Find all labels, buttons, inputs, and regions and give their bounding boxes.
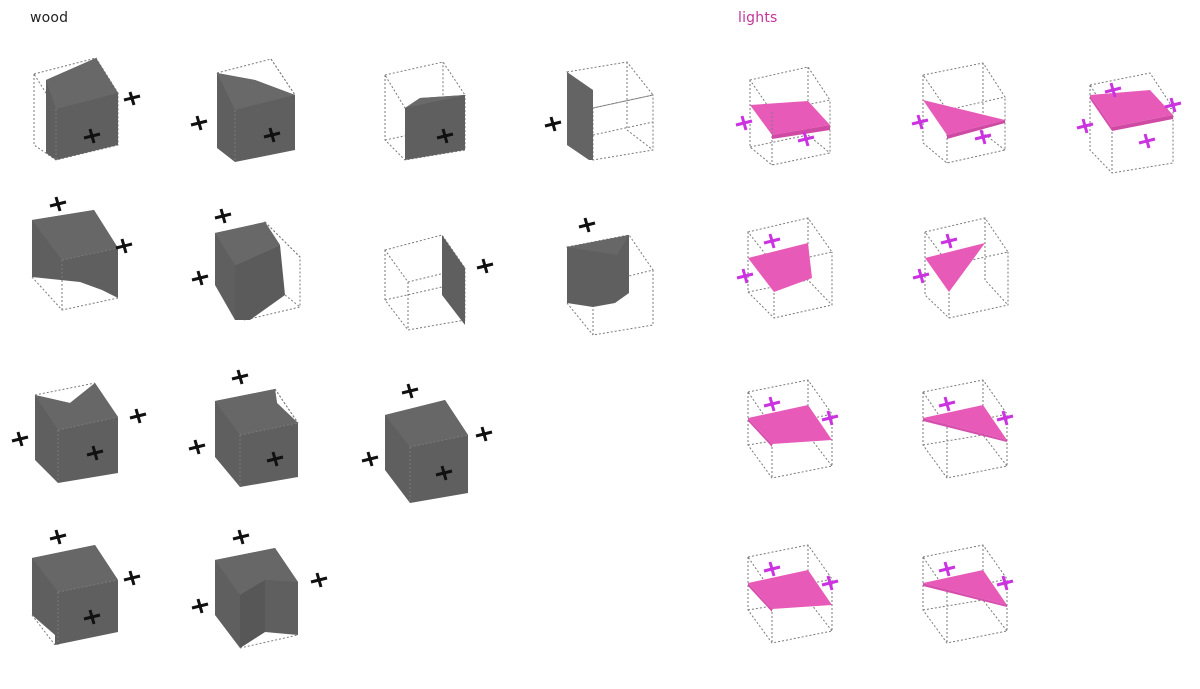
light-anchor-cross-icon (940, 233, 958, 249)
light-anchor-cross-icon (1138, 133, 1156, 149)
anchor-cross-icon (49, 529, 67, 545)
anchor-cross-icon (232, 529, 250, 545)
anchor-cross-icon (544, 116, 562, 132)
wood-piece-cube-cut-top (20, 50, 200, 200)
light-piece-full-plane (1060, 55, 1200, 205)
light-anchor-cross-icon (938, 561, 956, 577)
light-piece-quad-plane-tilted (730, 535, 910, 685)
wood-piece-cube-notched-corner (188, 365, 375, 515)
wood-section-label: wood (30, 10, 69, 26)
light-anchor-cross-icon (1104, 82, 1122, 98)
anchor-cross-icon (83, 128, 101, 144)
anchor-cross-icon (191, 270, 209, 286)
anchor-cross-icon (49, 196, 67, 212)
anchor-cross-icon (476, 258, 494, 274)
light-anchor-cross-icon (763, 561, 781, 577)
anchor-cross-icon (361, 451, 379, 467)
anchor-cross-icon (436, 128, 454, 144)
anchor-cross-icon (266, 451, 284, 467)
wood-piece-partial-front-block (365, 50, 545, 200)
wood-piece-center-panel (365, 185, 545, 335)
anchor-cross-icon (191, 598, 209, 614)
light-anchor-cross-icon (763, 233, 781, 249)
anchor-cross-icon (83, 609, 101, 625)
light-anchor-cross-icon (912, 268, 930, 284)
light-anchor-cross-icon (974, 129, 992, 145)
anchor-cross-icon (123, 570, 141, 586)
wood-piece-cube-sloped-top (175, 50, 355, 200)
light-anchor-cross-icon (911, 114, 929, 130)
light-anchor-cross-icon (736, 268, 754, 284)
light-anchor-cross-icon (797, 131, 815, 147)
wood-piece-full-cube (361, 365, 545, 515)
lights-section-label: lights (738, 10, 778, 26)
wood-piece-cube-notched-bottom (191, 520, 375, 670)
anchor-cross-icon (231, 369, 249, 385)
anchor-cross-icon (11, 431, 29, 447)
anchor-cross-icon (190, 115, 208, 131)
light-piece-trapezoid-plane (730, 210, 910, 360)
anchor-cross-icon (123, 91, 141, 106)
light-piece-triangle-plane (895, 55, 1075, 205)
light-anchor-cross-icon (996, 410, 1014, 426)
light-anchor-cross-icon (763, 396, 781, 412)
light-piece-triangle-plane-tilted (905, 370, 1085, 520)
anchor-cross-icon (86, 445, 104, 461)
light-piece-triangle-down-plane (895, 210, 1075, 360)
wood-piece-cube-cut-bottom-left (20, 520, 200, 670)
anchor-cross-icon (578, 217, 596, 233)
light-piece-quad-plane-tilted (730, 370, 910, 520)
wood-piece-cube-notched-top (11, 365, 200, 515)
light-anchor-cross-icon (821, 410, 839, 426)
anchor-cross-icon (115, 238, 133, 254)
anchor-cross-icon (475, 426, 493, 442)
light-piece-quad-plane (730, 55, 910, 205)
anchor-cross-icon (263, 127, 281, 143)
anchor-cross-icon (401, 383, 419, 399)
anchor-cross-icon (435, 465, 453, 481)
wood-piece-side-panel (544, 50, 725, 200)
light-anchor-cross-icon (938, 396, 956, 412)
light-anchor-cross-icon (821, 575, 839, 591)
wood-piece-tall-prism (175, 185, 355, 335)
light-anchor-cross-icon (735, 115, 753, 131)
anchor-cross-icon (129, 408, 147, 424)
wood-piece-block-chamfered (545, 185, 725, 336)
anchor-cross-icon (310, 572, 328, 588)
light-anchor-cross-icon (996, 575, 1014, 591)
anchor-cross-icon (214, 208, 232, 224)
light-anchor-cross-icon (1164, 97, 1182, 113)
wood-piece-cube-cut-bottom (20, 185, 200, 335)
light-anchor-cross-icon (1076, 118, 1094, 134)
anchor-cross-icon (188, 439, 206, 455)
light-piece-triangle-plane-tilted (905, 535, 1085, 685)
